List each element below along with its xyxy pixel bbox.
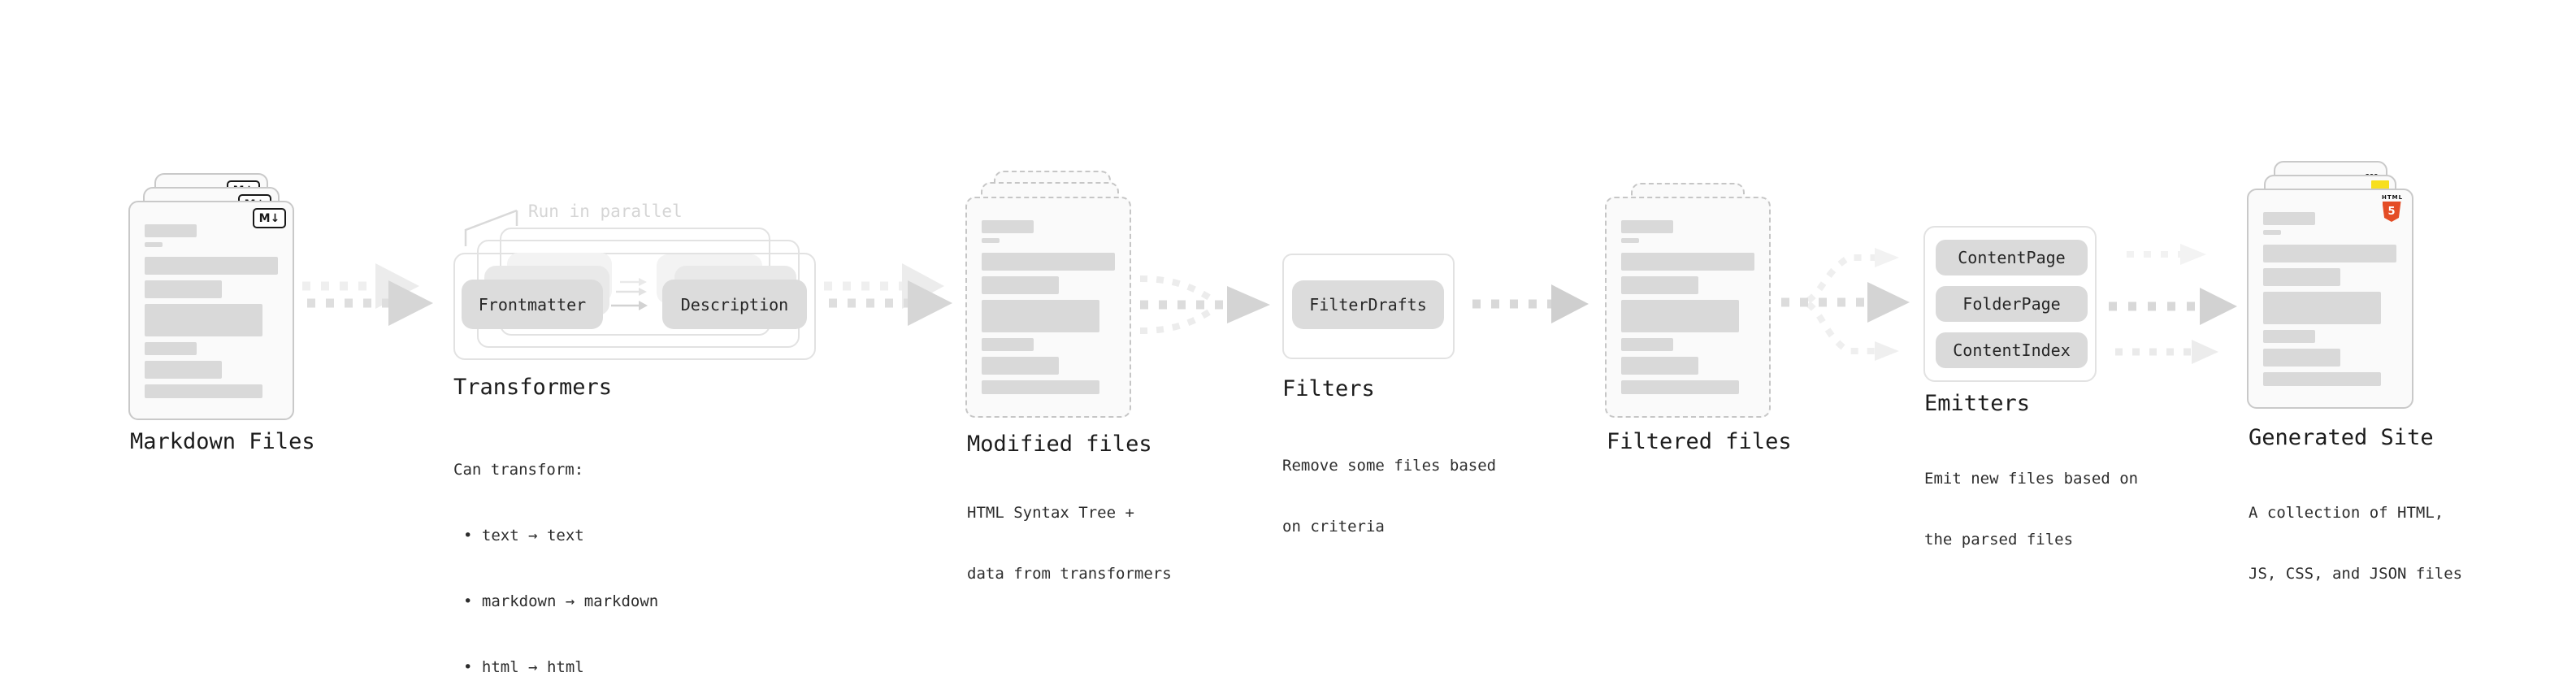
subtitle-line: JS, CSS, and JSON files — [2249, 565, 2463, 583]
text-line-placeholder — [1621, 300, 1739, 332]
subtitle-line: Remove some files based — [1282, 457, 1497, 475]
text-line-placeholder — [145, 257, 278, 275]
text-line-placeholder — [2263, 212, 2315, 225]
text-line-placeholder — [145, 304, 262, 336]
text-line-placeholder — [982, 357, 1059, 375]
filters-frame — [1282, 254, 1455, 359]
contentpage-box: ContentPage — [1936, 240, 2088, 275]
filterdrafts-box: FilterDrafts — [1292, 280, 1444, 329]
modified-page-front — [965, 197, 1131, 418]
html5-icon: HTML 5 — [2382, 194, 2404, 222]
emitters-frame: ContentPage FolderPage ContentIndex — [1923, 226, 2097, 382]
text-line-placeholder — [2263, 292, 2381, 324]
callout-line — [464, 209, 518, 246]
markdown-files-title: Markdown Files — [130, 429, 315, 454]
text-line-placeholder — [982, 238, 1000, 243]
markdown-icon: M↓ — [253, 208, 286, 228]
text-line-placeholder — [2263, 330, 2315, 343]
filters-subtitle: Remove some files based on criteria — [1282, 415, 1496, 578]
arrow-transformers-to-modified — [824, 263, 952, 326]
text-line-placeholder — [145, 384, 262, 398]
html5-icon-shield: 5 — [2382, 202, 2401, 222]
description-box: Description — [662, 280, 807, 329]
text-line-placeholder — [2263, 230, 2281, 235]
text-line-placeholder — [1621, 338, 1673, 351]
arrow-markdown-to-transformers — [302, 263, 433, 326]
js-icon — [2371, 180, 2389, 190]
transformers-description: Can transform: • text → text • markdown … — [453, 415, 658, 681]
text-line-placeholder — [145, 224, 197, 237]
transformers-bullet: • html → html — [463, 658, 584, 676]
text-line-placeholder — [982, 338, 1034, 351]
contentindex-box: ContentIndex — [1936, 332, 2088, 368]
filtered-page-front — [1605, 197, 1771, 418]
text-line-placeholder — [982, 300, 1099, 332]
subtitle-line: A collection of HTML, — [2249, 504, 2444, 522]
modified-files-subtitle: HTML Syntax Tree + data from transformer… — [967, 462, 1172, 625]
text-line-placeholder — [2263, 245, 2396, 262]
arrow-modified-to-filters — [1139, 275, 1270, 334]
emitters-title: Emitters — [1924, 391, 2031, 416]
run-in-parallel-label: Run in parallel — [528, 202, 683, 221]
transformers-desc-line: Can transform: — [453, 461, 584, 479]
transformers-bullet: • markdown → markdown — [463, 592, 659, 610]
modified-files-title: Modified files — [967, 432, 1152, 457]
arrow-filters-to-filtered — [1472, 284, 1589, 323]
text-line-placeholder — [145, 242, 163, 247]
text-line-placeholder — [2263, 268, 2340, 286]
subtitle-line: on criteria — [1282, 518, 1385, 536]
subtitle-line: Emit new files based on — [1924, 470, 2139, 488]
markdown-page-front: M↓ — [128, 201, 294, 420]
text-line-placeholder — [1621, 276, 1698, 294]
text-line-placeholder — [982, 276, 1059, 294]
filters-title: Filters — [1282, 376, 1375, 401]
generated-site-title: Generated Site — [2249, 425, 2434, 450]
text-line-placeholder — [1621, 238, 1639, 243]
text-line-placeholder — [982, 253, 1115, 271]
text-line-placeholder — [145, 361, 222, 379]
text-line-placeholder — [145, 342, 197, 355]
text-line-placeholder — [1621, 253, 1754, 271]
arrow-filtered-to-emitters — [1781, 248, 1910, 361]
frontmatter-to-description-arrows — [611, 278, 648, 310]
html5-icon-word: HTML — [2382, 194, 2404, 201]
generated-page-html: HTML 5 — [2247, 189, 2413, 409]
subtitle-line: the parsed files — [1924, 531, 2074, 549]
text-line-placeholder — [2263, 349, 2340, 367]
text-line-placeholder — [2263, 372, 2381, 386]
transformers-bullet: • text → text — [463, 527, 584, 544]
filtered-files-title: Filtered files — [1607, 429, 1792, 454]
generated-site-subtitle: A collection of HTML, JS, CSS, and JSON … — [2249, 462, 2462, 625]
subtitle-line: data from transformers — [967, 565, 1172, 583]
text-line-placeholder — [1621, 220, 1673, 233]
frontmatter-box: Frontmatter — [462, 280, 603, 329]
text-line-placeholder — [145, 280, 222, 298]
folderpage-box: FolderPage — [1936, 286, 2088, 322]
text-line-placeholder — [982, 220, 1034, 233]
transformer-frame-front — [453, 253, 816, 360]
emitters-subtitle: Emit new files based on the parsed files — [1924, 428, 2138, 591]
arrows-emitters-to-generated — [2109, 244, 2237, 364]
transformers-title: Transformers — [453, 375, 613, 400]
text-line-placeholder — [982, 380, 1099, 394]
text-line-placeholder — [1621, 357, 1698, 375]
text-line-placeholder — [1621, 380, 1739, 394]
subtitle-line: HTML Syntax Tree + — [967, 504, 1134, 522]
